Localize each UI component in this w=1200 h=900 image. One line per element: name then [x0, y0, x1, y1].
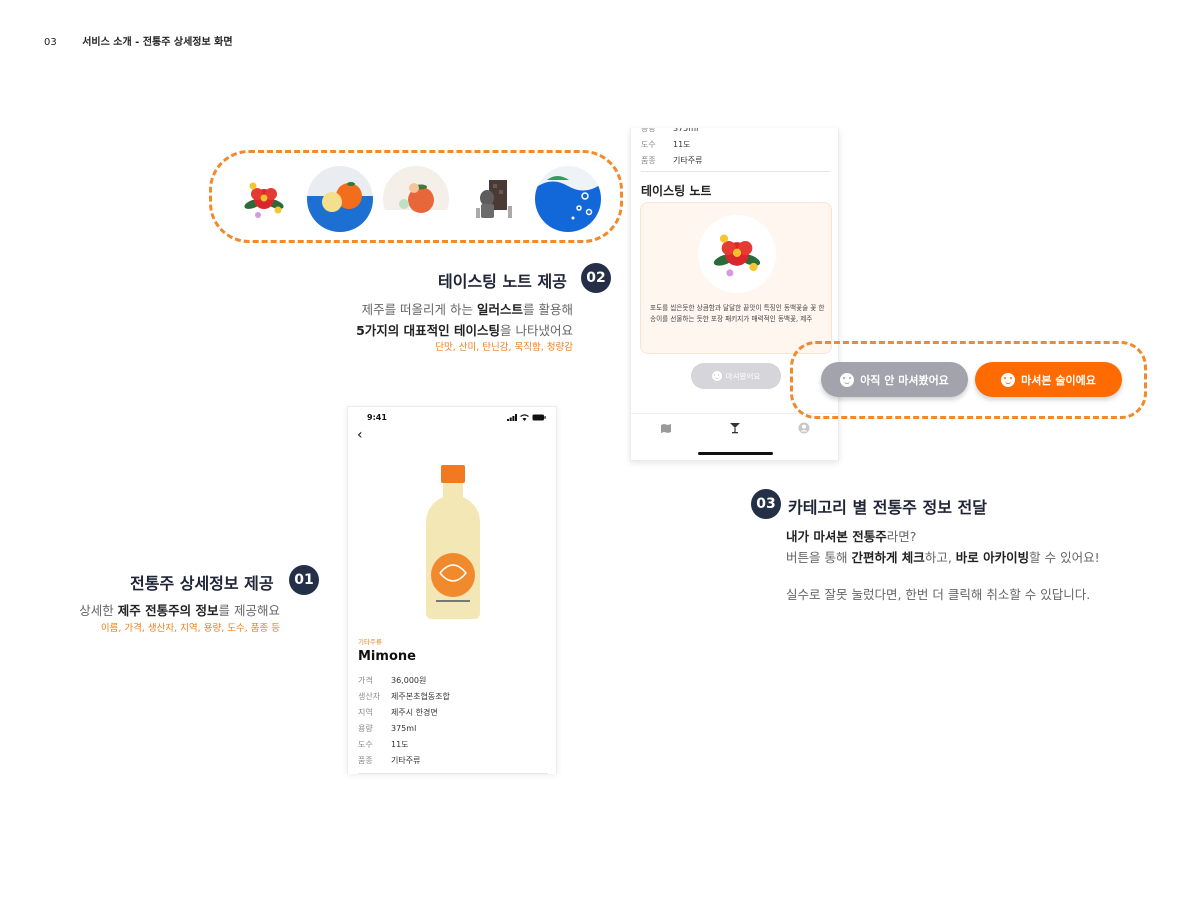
- feature3-badge: 03: [751, 489, 781, 519]
- camellia-icon: [231, 166, 297, 232]
- smile-icon: [840, 372, 855, 387]
- sea-wave-icon: [535, 166, 601, 232]
- tasting-note-heading: 테이스팅 노트: [641, 184, 712, 198]
- feature3-line3: 실수로 잘못 눌렀다면, 한번 더 클릭해 취소할 수 있답니다.: [786, 587, 1091, 602]
- feature2-badge: 02: [581, 263, 611, 293]
- tangerine-icon: [307, 166, 373, 232]
- feature2-line1: 제주를 떠올리게 하는 일러스트를 활용해: [361, 302, 573, 317]
- signal-icon: [507, 414, 517, 421]
- feature3-line1: 내가 마셔본 전통주라면?: [786, 529, 917, 544]
- page-title: 서비스 소개 - 전통주 상세정보 화면: [82, 37, 233, 48]
- drank-button[interactable]: 마셔본 술이에요: [975, 362, 1122, 397]
- feature1-badge: 01: [289, 565, 319, 595]
- battery-icon: [532, 414, 546, 421]
- status-bar-icons: [507, 414, 546, 421]
- feature3-line2: 버튼을 통해 간편하게 체크하고, 바로 아카이빙할 수 있어요!: [786, 550, 1100, 565]
- archive-button-group: 아직 안 마셔봤어요 마셔본 술이에요: [790, 341, 1147, 419]
- bottom-tab-bar: [631, 413, 838, 460]
- smile-icon: [711, 371, 722, 381]
- page-number: 03: [44, 37, 57, 48]
- product-category: 기타주류: [358, 638, 382, 646]
- stone-statue-icon: [459, 166, 525, 232]
- not-yet-drank-button[interactable]: 아직 안 마셔봤어요: [821, 362, 968, 397]
- page-header: 03 서비스 소개 - 전통주 상세정보 화면: [44, 33, 233, 48]
- feature1-description: 상세한 제주 전통주의 정보를 제공해요: [79, 603, 280, 618]
- map-icon[interactable]: [659, 421, 673, 435]
- tasting-note-text: 포도를 씹은듯한 상큼함과 달달한 끝맛이 특징인 동백꽃술 꽃 한송이를 선물…: [650, 304, 825, 323]
- back-chevron-icon[interactable]: ‹: [357, 427, 363, 443]
- cocktail-icon[interactable]: [728, 421, 742, 435]
- divider: [358, 773, 548, 774]
- persimmon-icon: [383, 166, 449, 232]
- feature1-subtext: 이름, 가격, 생산자, 지역, 용량, 도수, 품종 등: [100, 623, 280, 634]
- feature3-title: 카테고리 별 전통주 정보 전달: [788, 498, 987, 517]
- feature1-title: 전통주 상세정보 제공: [130, 574, 274, 593]
- product-name: Mimone: [358, 649, 416, 664]
- wifi-icon: [520, 414, 529, 421]
- profile-icon[interactable]: [797, 421, 811, 435]
- feature3-description: 내가 마셔본 전통주라면? 버튼을 통해 간편하게 체크하고, 바로 아카이빙할…: [786, 526, 1146, 605]
- feature2-description: 제주를 떠올리게 하는 일러스트를 활용해 5가지의 대표적인 테이스팅을 나타…: [290, 299, 573, 341]
- feature2-line2: 5가지의 대표적인 테이스팅을 나타냈어요: [356, 323, 573, 338]
- feature2-title: 테이스팅 노트 제공: [438, 272, 567, 291]
- status-bar-time: 9:41: [367, 413, 387, 422]
- spacer: [786, 568, 1146, 584]
- feature2-subtext: 단맛, 산미, 탄닌감, 묵직함, 청량감: [435, 342, 573, 353]
- smile-icon: [1001, 372, 1016, 387]
- drank-button-small[interactable]: 마셔봤어요: [691, 363, 781, 389]
- bottle-image: [426, 465, 480, 619]
- tasting-illustration-strip: [209, 150, 623, 243]
- tasting-note-card: 포도를 씹은듯한 상큼함과 달달한 끝맛이 특징인 동백꽃술 꽃 한송이를 선물…: [640, 202, 832, 354]
- camellia-icon: [698, 215, 776, 293]
- home-indicator: [698, 452, 773, 455]
- divider: [641, 171, 830, 172]
